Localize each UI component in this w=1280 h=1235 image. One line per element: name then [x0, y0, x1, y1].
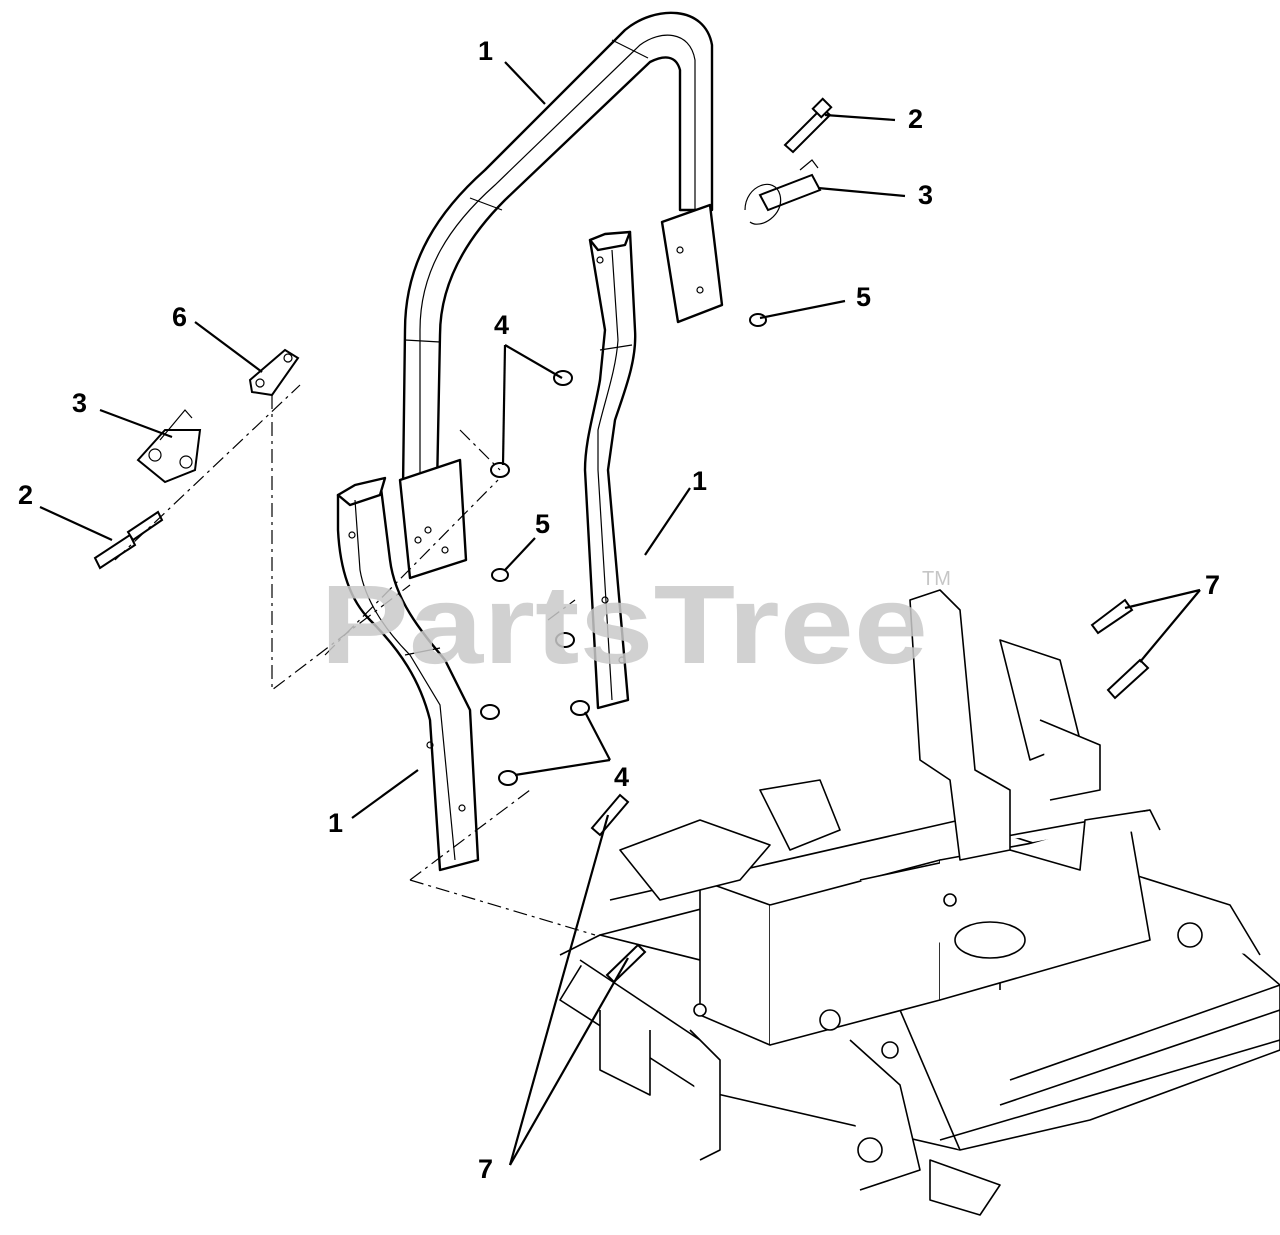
mower-frame	[559, 589, 1280, 1216]
callout-c3-right: 3	[918, 180, 933, 210]
callout-c1-mid: 1	[692, 466, 707, 496]
leader-lines	[39, 61, 1201, 1166]
callout-c2-right: 2	[908, 104, 923, 134]
callout-c5-mid: 5	[535, 509, 550, 539]
callout-c1-bottom: 1	[328, 808, 343, 838]
rollbar-upper-hoop	[398, 11, 724, 580]
callout-c4-bottom: 4	[614, 762, 629, 792]
callout-c7-right: 7	[1205, 570, 1220, 600]
callout-c7-bottom: 7	[478, 1154, 493, 1184]
callout-c4-top: 4	[494, 310, 509, 340]
watermark: PartsTree TM	[320, 562, 951, 687]
callout-c2-left: 2	[18, 480, 33, 510]
assembly-lines	[114, 384, 596, 936]
rollbar-left-post	[336, 476, 480, 872]
callout-c5-right: 5	[856, 282, 871, 312]
callout-c6: 6	[172, 302, 187, 332]
rollbar-right-post	[583, 230, 637, 710]
hardware	[93, 97, 1150, 984]
callout-c3-left: 3	[72, 388, 87, 418]
callout-c1-top: 1	[478, 36, 493, 66]
callout-labels: 1 2 3 5 6 4 3 2 1 5 7 4 1 7	[18, 36, 1220, 1184]
watermark-tm: TM	[922, 568, 951, 590]
watermark-text: PartsTree	[320, 562, 928, 687]
